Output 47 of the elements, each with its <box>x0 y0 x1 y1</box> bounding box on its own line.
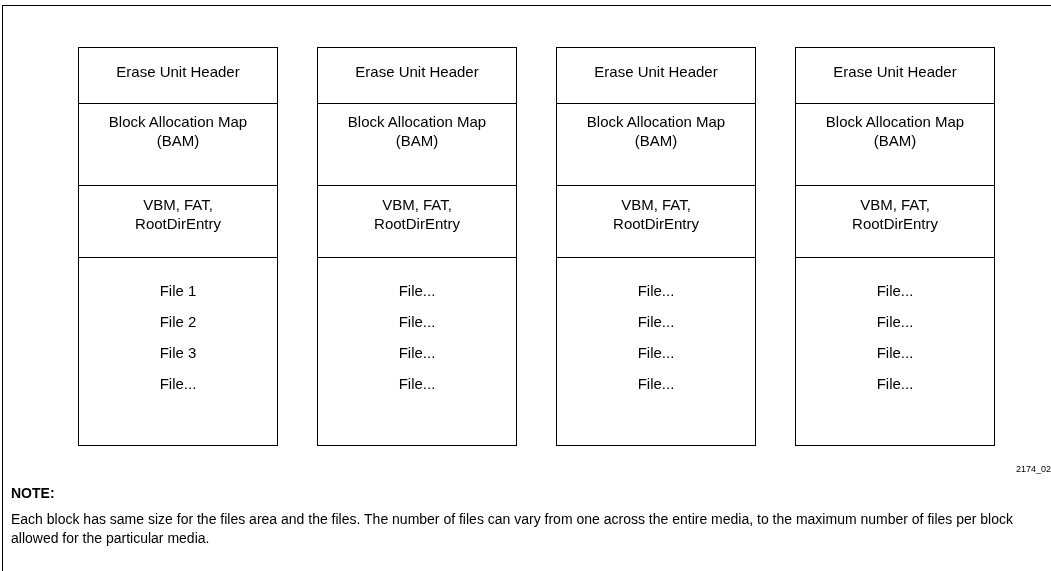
file-entry: File... <box>159 374 197 393</box>
section-label: Block Allocation Map (BAM) <box>824 112 966 150</box>
section-label: VBM, FAT, RootDirEntry <box>612 195 700 233</box>
file-entry: File... <box>876 374 914 393</box>
fat-section <box>795 185 995 258</box>
bam-section <box>317 103 517 186</box>
header-section <box>795 47 995 104</box>
fat-section <box>78 185 278 258</box>
file-entry: File... <box>398 374 436 393</box>
bam-section <box>556 103 756 186</box>
files-section <box>78 257 278 446</box>
bam-section <box>795 103 995 186</box>
section-label: Erase Unit Header <box>594 62 718 81</box>
section-label: Block Allocation Map (BAM) <box>346 112 488 150</box>
file-entry: File 3 <box>159 343 197 362</box>
note-text: Each block has same size for the files area and the files. The number of files can vary from one across the entire media, to the maximum number of files per block allowed for the particular media. <box>11 510 1014 548</box>
header-section <box>78 47 278 104</box>
file-entry: File... <box>876 343 914 362</box>
file-entry: File... <box>398 343 436 362</box>
section-label: Erase Unit Header <box>116 62 240 81</box>
file-entry: File... <box>398 312 436 331</box>
file-entry: File... <box>876 281 914 300</box>
file-entry: File... <box>637 343 675 362</box>
section-label: Block Allocation Map (BAM) <box>107 112 249 150</box>
fat-section <box>317 185 517 258</box>
fat-section <box>556 185 756 258</box>
section-label: Block Allocation Map (BAM) <box>585 112 727 150</box>
files-section <box>556 257 756 446</box>
file-entry: File... <box>637 312 675 331</box>
section-label: Erase Unit Header <box>355 62 479 81</box>
section-label: Erase Unit Header <box>833 62 957 81</box>
file-entry: File... <box>637 281 675 300</box>
note-heading: NOTE: <box>11 484 55 503</box>
section-label: VBM, FAT, RootDirEntry <box>134 195 222 233</box>
file-entry: File... <box>637 374 675 393</box>
section-label: VBM, FAT, RootDirEntry <box>851 195 939 233</box>
file-entry: File... <box>876 312 914 331</box>
section-label: VBM, FAT, RootDirEntry <box>373 195 461 233</box>
header-section <box>556 47 756 104</box>
header-section <box>317 47 517 104</box>
files-section <box>795 257 995 446</box>
figure-id: 2174_02 <box>1016 463 1051 476</box>
bam-section <box>78 103 278 186</box>
file-entry: File 2 <box>159 312 197 331</box>
file-entry: File 1 <box>159 281 197 300</box>
file-entry: File... <box>398 281 436 300</box>
files-section <box>317 257 517 446</box>
